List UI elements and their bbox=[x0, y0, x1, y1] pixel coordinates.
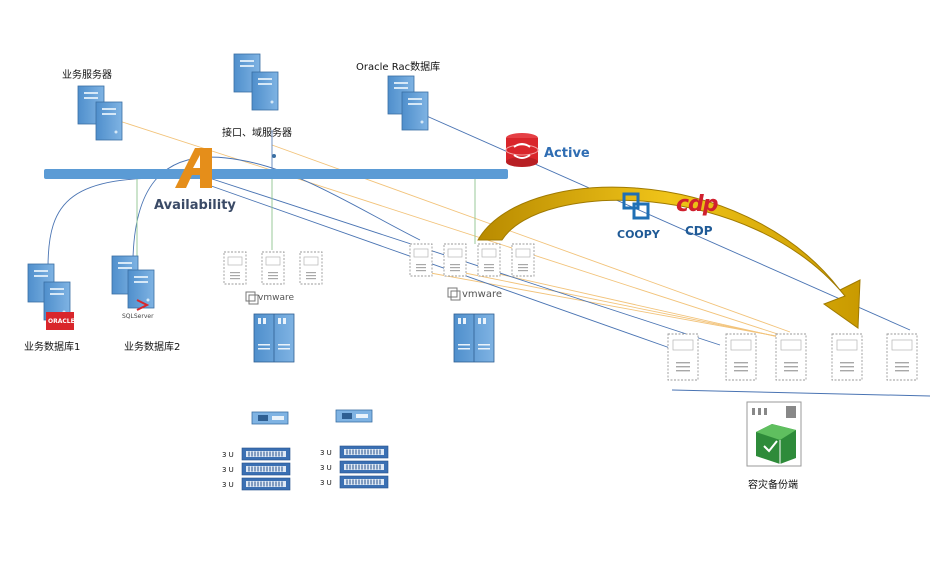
vmware-1-cabinet-icon bbox=[253, 313, 295, 363]
vmware-1-logo-icon bbox=[245, 291, 259, 305]
dr-base-line bbox=[671, 389, 931, 397]
availability-label: Availability bbox=[154, 198, 236, 213]
vmware-host-2-vms bbox=[409, 243, 535, 277]
db1-server-icon bbox=[27, 263, 74, 330]
oracle-rac-icon bbox=[387, 75, 429, 131]
rack2-unit-3: 3 U bbox=[320, 479, 332, 487]
dr-backup-label: 容灾备份端 bbox=[748, 480, 798, 491]
rack1-unit-1: 3 U bbox=[222, 451, 234, 459]
coopy-label: COOPY bbox=[617, 228, 660, 241]
db2-label: 业务数据库2 bbox=[124, 342, 181, 353]
rack1-unit-2: 3 U bbox=[222, 466, 234, 474]
db2-curve bbox=[132, 156, 421, 259]
oracle-link bbox=[412, 109, 911, 331]
link-lines bbox=[47, 109, 911, 349]
network-bar bbox=[44, 169, 508, 179]
dr-vms bbox=[667, 333, 918, 381]
dr-backup-box-icon bbox=[746, 401, 802, 467]
storage-1-rack-icon bbox=[241, 447, 291, 491]
oracle-badge: ORACLE bbox=[48, 318, 75, 325]
coopy-logo-icon bbox=[622, 192, 650, 220]
vmware-2-logo-icon bbox=[447, 287, 461, 301]
repl-line-3 bbox=[459, 271, 796, 341]
repl-line-2 bbox=[489, 271, 793, 341]
sqlserver-badge: SQLServer bbox=[122, 313, 154, 320]
availability-logo-icon bbox=[175, 148, 212, 188]
vmware-2-label: vmware bbox=[462, 289, 503, 300]
active-db-icon bbox=[505, 133, 539, 167]
rack1-unit-3: 3 U bbox=[222, 481, 234, 489]
vmware-2-cabinet-icon bbox=[453, 313, 495, 363]
vmware-host-1-vms bbox=[223, 251, 323, 285]
storage-2-rack-icon bbox=[339, 445, 389, 489]
interface-server-icon bbox=[233, 53, 279, 111]
active-label: Active bbox=[544, 146, 590, 161]
rack2-unit-2: 3 U bbox=[320, 464, 332, 472]
interface-node bbox=[272, 154, 276, 158]
db1-curve bbox=[47, 177, 186, 269]
rack2-unit-1: 3 U bbox=[320, 449, 332, 457]
db1-label: 业务数据库1 bbox=[24, 342, 81, 353]
oracle-rac-label: Oracle Rac数据库 bbox=[356, 62, 441, 73]
cdp-logo: cdp bbox=[676, 192, 719, 217]
cdp-label: CDP bbox=[685, 224, 713, 238]
storage-2-head-icon bbox=[335, 409, 373, 423]
drop-lines bbox=[136, 179, 476, 258]
business-server-icon bbox=[77, 85, 123, 141]
link-b bbox=[199, 181, 671, 349]
db2-server-icon bbox=[111, 255, 155, 311]
repl-line-1 bbox=[109, 117, 791, 339]
storage-1-head-icon bbox=[251, 411, 289, 425]
replication-arrow-icon bbox=[477, 186, 861, 329]
vmware-1-label: vmware bbox=[258, 293, 295, 303]
business-server-label: 业务服务器 bbox=[62, 70, 112, 81]
interface-server-label: 接口、域服务器 bbox=[222, 128, 292, 139]
